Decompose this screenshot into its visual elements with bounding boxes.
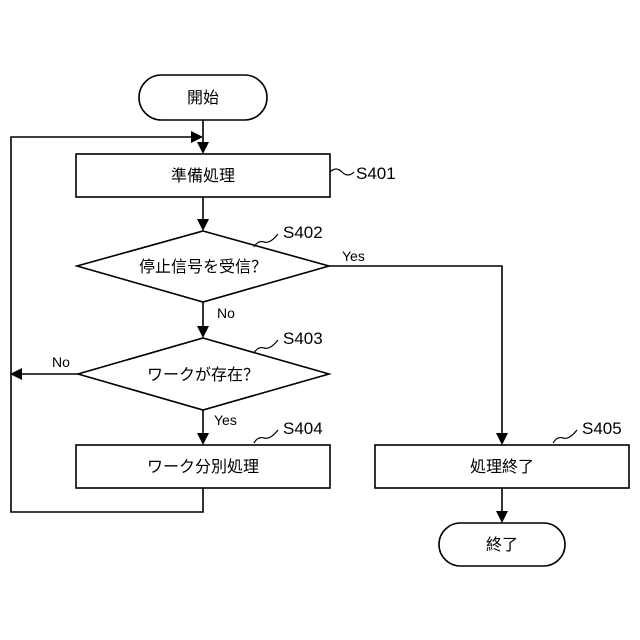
step-leader-s403 [254,340,278,353]
end-terminal: 終了 [439,523,565,566]
arrowhead-finish-process [496,433,508,445]
stop-signal-label: 停止信号を受信？ [139,257,267,276]
edge-label-work-no: No [52,354,70,370]
end-label: 終了 [486,535,518,554]
step-id-s403: S403 [283,329,323,348]
step-leader-s405 [553,430,577,443]
start-terminal: 開始 [139,75,267,120]
prepare-process: 準備処理 [76,154,330,197]
edge-label-work-yes: Yes [214,412,237,428]
sort-label: ワーク分別処理 [147,457,259,476]
finish-process: 処理終了 [375,445,629,488]
prepare-label: 準備処理 [171,166,235,185]
start-label: 開始 [187,88,219,107]
arrowhead-prepare [197,142,209,154]
edge-label-stop-no: No [217,305,235,321]
step-id-s402: S402 [283,223,323,242]
arrowhead-end [496,511,508,523]
step-leader-s401 [330,169,354,175]
arrowhead-sort [197,433,209,445]
step-id-s405: S405 [582,419,622,438]
sort-process: ワーク分別処理 [76,445,330,488]
work-exists-label: ワークが存在？ [147,365,259,384]
connector-stop-yes-to-finish [329,266,502,433]
step-id-s404: S404 [283,419,323,438]
work-exists-decision: ワークが存在？ [78,338,329,410]
finish-process-label: 処理終了 [470,457,534,476]
step-leader-s402 [254,234,278,247]
step-leader-s404 [254,430,278,443]
arrowhead-loop-back [191,131,203,143]
arrowhead-work-exists [197,326,209,338]
edge-label-stop-yes: Yes [342,248,365,264]
step-id-s401: S401 [356,164,396,183]
arrowhead-stop-signal [197,219,209,231]
